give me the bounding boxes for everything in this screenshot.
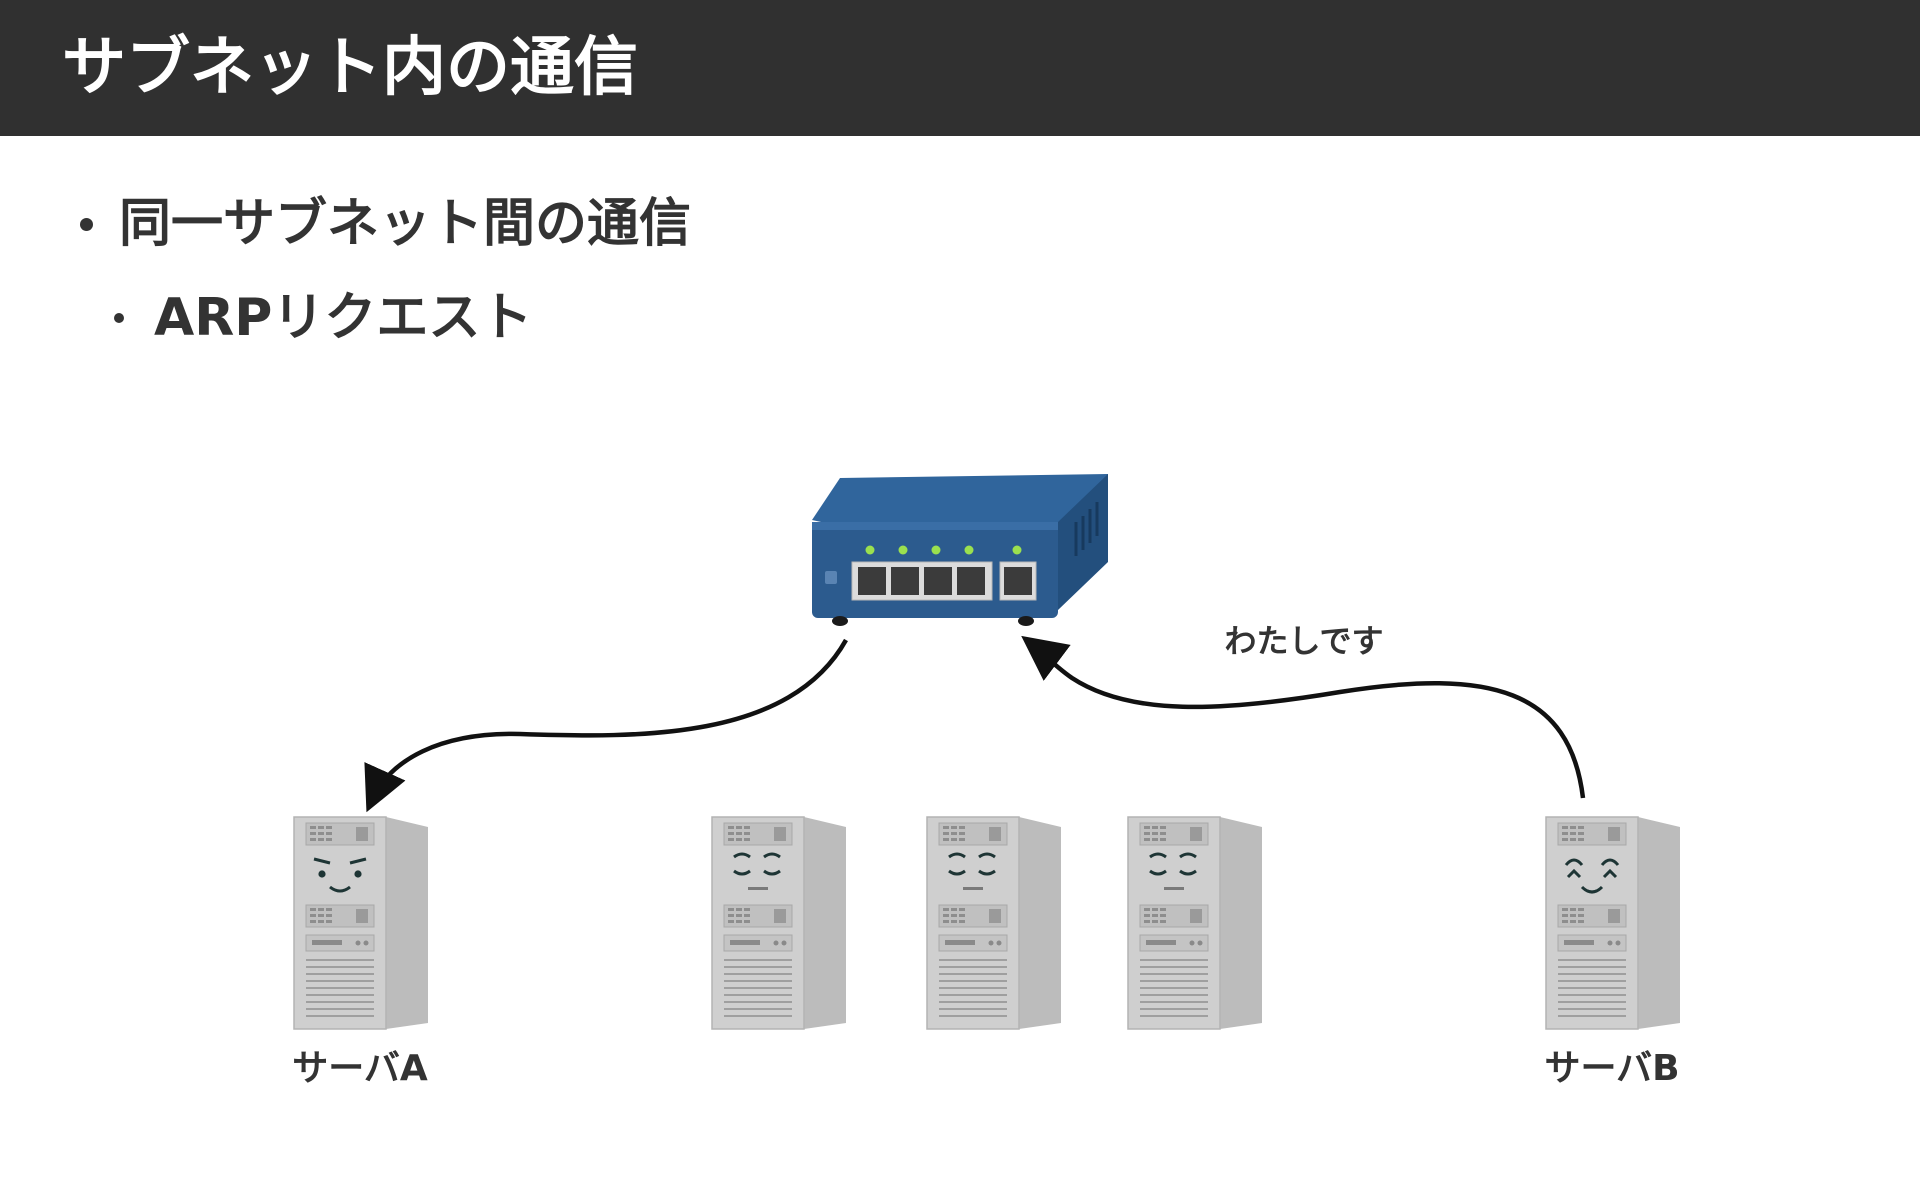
bullet-item-level1: 同一サブネット間の通信	[80, 192, 691, 256]
server-icon	[1545, 816, 1681, 1030]
bullet-text: ARPリクエスト	[154, 288, 533, 348]
arrow-server-b-to-switch	[1021, 635, 1586, 799]
title-bar: サブネット内の通信	[0, 0, 1920, 136]
server-a-label: サーバA	[292, 1048, 428, 1089]
server-b-label: サーバB	[1544, 1048, 1679, 1089]
server-icon	[926, 816, 1062, 1030]
server-icon	[293, 816, 429, 1030]
bullet-text: 同一サブネット間の通信	[119, 194, 692, 254]
bullet-dot	[114, 313, 124, 323]
server-icon	[711, 816, 847, 1030]
server-idle-3	[1127, 816, 1263, 1030]
page-title: サブネット内の通信	[62, 31, 638, 105]
server-idle-2	[926, 816, 1062, 1030]
bullet-dot	[80, 217, 93, 231]
bullet-item-level2: ARPリクエスト	[114, 286, 532, 350]
reply-label: わたしです	[1224, 622, 1383, 660]
server-idle-1	[711, 816, 847, 1030]
server-a	[293, 816, 429, 1030]
server-icon	[1127, 816, 1263, 1030]
arrow-switch-to-server-a	[364, 638, 848, 813]
network-switch-icon	[812, 474, 1108, 626]
server-b	[1545, 816, 1681, 1030]
